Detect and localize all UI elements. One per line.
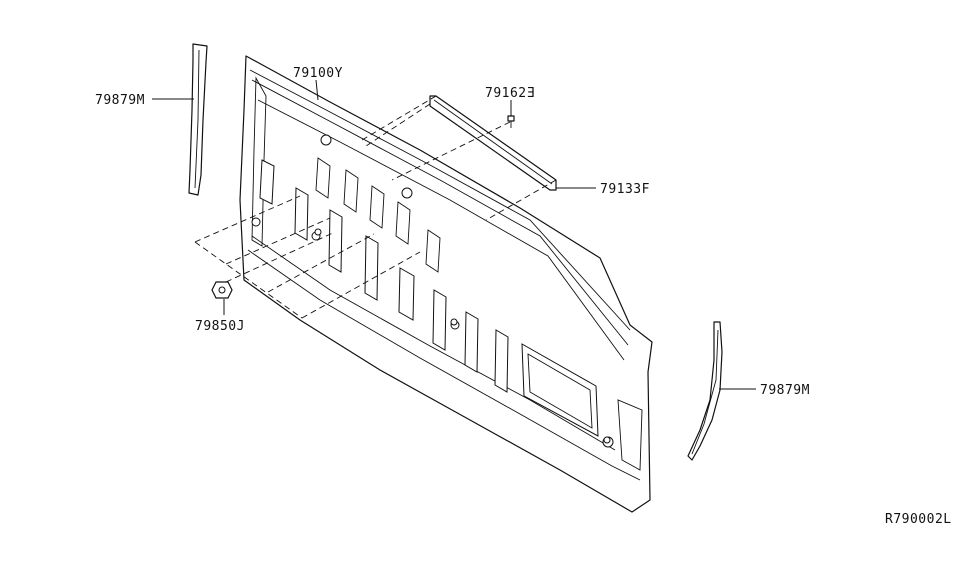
right-seal-label: 79879M (760, 383, 810, 398)
panel-label: 79100Y (293, 66, 343, 81)
left-seal-strip[interactable] (188, 43, 208, 196)
panel-leader (315, 79, 319, 101)
clip-label: 79850J (195, 319, 245, 334)
dashed-assembly-lines-left (194, 195, 421, 319)
clip-part[interactable] (211, 281, 233, 299)
rear-panel[interactable] (239, 55, 653, 513)
left-seal-label: 79879M (95, 93, 145, 108)
screw-label: 79162Ǝ (485, 86, 535, 101)
dashed-assembly-lines-top (361, 95, 557, 221)
screw-part[interactable] (507, 115, 515, 128)
right-seal-strip[interactable] (687, 321, 723, 461)
diagram-code: R790002L (885, 512, 952, 527)
strip-label: 79133F (600, 182, 650, 197)
